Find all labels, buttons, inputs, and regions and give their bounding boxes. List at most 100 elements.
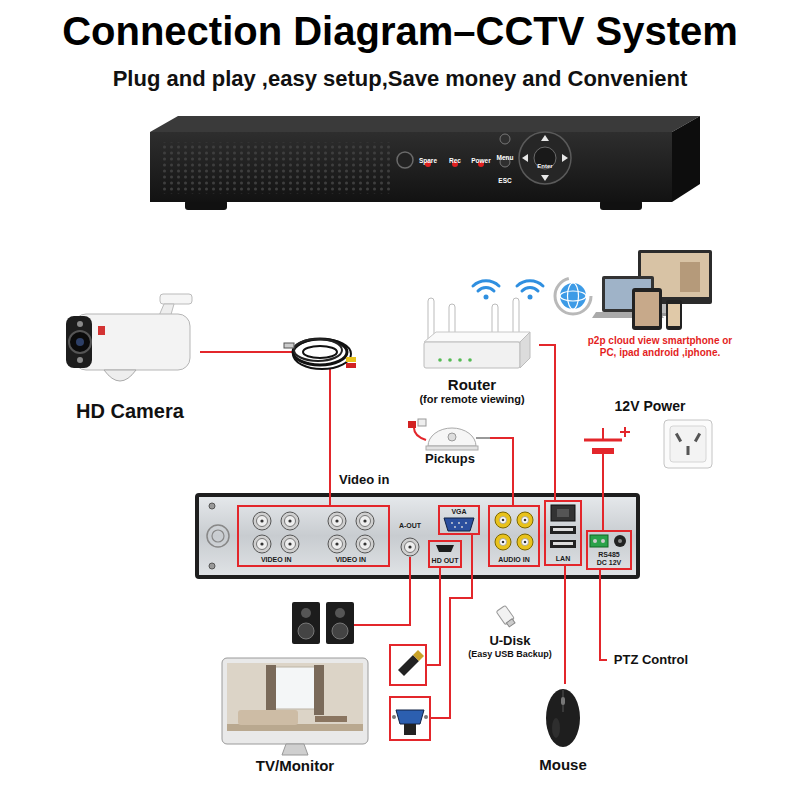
hdmi-port: HD OUT bbox=[428, 540, 462, 568]
dvr-front-illustration bbox=[150, 132, 672, 202]
camera-illustration bbox=[77, 357, 83, 363]
camera-illustration bbox=[77, 321, 83, 327]
cable-connector bbox=[200, 352, 330, 505]
mouse-illustration bbox=[546, 689, 580, 747]
cable-coil bbox=[346, 357, 356, 362]
router-illustration bbox=[424, 298, 530, 368]
router-illustration bbox=[520, 332, 530, 368]
dvr-front-illustration bbox=[150, 116, 700, 210]
dvr-rear-panel-illustration bbox=[495, 512, 511, 528]
dc-power-symbol bbox=[592, 448, 614, 454]
usb-stick bbox=[496, 605, 516, 628]
vga-plug bbox=[404, 724, 416, 735]
microphone-illustration bbox=[408, 421, 416, 428]
text-group: Router(for remote viewing) bbox=[419, 376, 524, 406]
microphone-node: Pickups bbox=[410, 418, 490, 467]
dvr-rear-panel-illustration bbox=[328, 535, 346, 553]
dvr-rear-panel-illustration bbox=[281, 512, 299, 530]
dvr-rear-panel-illustration bbox=[553, 528, 573, 531]
speakers-illustration bbox=[301, 608, 311, 618]
wifi-icon bbox=[522, 288, 538, 291]
cable-coil bbox=[293, 339, 351, 369]
dc-power-symbol bbox=[602, 454, 604, 477]
camera-illustration bbox=[76, 338, 84, 346]
dvr-rear-panel-illustration bbox=[601, 539, 605, 543]
vga-plug bbox=[390, 697, 430, 740]
dvr-rear-panel-illustration bbox=[356, 512, 374, 530]
monitor-illustration bbox=[282, 744, 308, 755]
power-socket bbox=[694, 433, 701, 442]
text-group: RS485DC 12V bbox=[597, 551, 622, 567]
dvr-rear-panel-illustration bbox=[207, 525, 229, 547]
camera-illustration bbox=[160, 294, 192, 304]
vga-plug bbox=[392, 715, 396, 719]
cable-connector bbox=[600, 570, 607, 660]
cable-connector bbox=[564, 566, 566, 684]
camera-illustration bbox=[104, 370, 136, 381]
edge-group bbox=[200, 345, 607, 684]
port-label: VGA bbox=[451, 508, 466, 516]
vga-plug bbox=[424, 715, 428, 719]
globe-icon bbox=[555, 278, 591, 314]
mouse-illustration bbox=[561, 697, 565, 705]
layout-wires bbox=[427, 568, 440, 665]
port-label: LAN bbox=[556, 555, 570, 563]
microphone-illustration bbox=[448, 433, 456, 441]
wifi-icon bbox=[473, 281, 499, 286]
power-socket bbox=[687, 446, 690, 455]
dvr-front-illustration bbox=[672, 116, 700, 202]
cable-connector bbox=[602, 476, 604, 530]
layout-wires bbox=[354, 557, 410, 625]
router-illustration bbox=[424, 332, 530, 342]
speakers-illustration bbox=[332, 623, 348, 639]
dvr-rear-panel-illustration bbox=[517, 534, 533, 550]
dvr-rear-panel-illustration bbox=[197, 495, 638, 577]
devices-illustration bbox=[635, 292, 659, 326]
mouse-illustration bbox=[546, 689, 580, 747]
dvr-rear-panel-illustration bbox=[401, 538, 419, 556]
router-illustration bbox=[448, 358, 452, 362]
dvr-rear-panel-illustration bbox=[356, 535, 374, 553]
speakers-illustration bbox=[292, 602, 320, 644]
text-group: VGA bbox=[451, 508, 466, 516]
devices-illustration bbox=[668, 304, 680, 326]
text-group: LAN bbox=[556, 555, 570, 563]
p2p-note: p2p cloud view smartphone or PC, ipad an… bbox=[580, 335, 740, 359]
layout-wires bbox=[431, 535, 472, 718]
dvr-rear-panel-illustration bbox=[451, 522, 453, 524]
monitor-illustration bbox=[238, 710, 298, 725]
dvr-front-illustration bbox=[500, 134, 510, 144]
router-illustration bbox=[438, 358, 442, 362]
monitor-illustration bbox=[315, 716, 347, 722]
hdmi-plug bbox=[398, 655, 419, 676]
dvr-rear-panel-illustration bbox=[454, 526, 456, 528]
dc-power-symbol bbox=[584, 439, 622, 442]
wifi-icon bbox=[517, 281, 543, 286]
text-group: Pickups bbox=[425, 452, 475, 467]
port-label: RS485 bbox=[598, 551, 619, 559]
dvr-rear-panel-illustration bbox=[593, 539, 597, 543]
dvr-rear-panel-illustration bbox=[550, 526, 576, 534]
device-label: Router bbox=[448, 376, 496, 393]
dvr-rear-panel-illustration bbox=[328, 512, 346, 530]
led-label: Spare bbox=[419, 157, 437, 165]
dvr-rear-panel-illustration bbox=[517, 512, 533, 528]
port-label: DC 12V bbox=[597, 559, 622, 567]
monitor-illustration bbox=[227, 663, 363, 731]
cable-connector bbox=[539, 345, 555, 500]
router-node: Router(for remote viewing) bbox=[405, 292, 539, 406]
monitor-illustration bbox=[227, 724, 363, 731]
device-label: (Easy USB Backup) bbox=[468, 649, 552, 659]
camera-illustration bbox=[98, 326, 105, 335]
vga-plug bbox=[396, 710, 424, 724]
microphone-illustration bbox=[476, 437, 490, 439]
layout-wires bbox=[354, 535, 472, 718]
dc-power-symbol bbox=[584, 427, 630, 477]
device-label: 12V Power bbox=[615, 398, 686, 414]
dvr-rear-panel-illustration bbox=[436, 545, 454, 552]
monitor-illustration bbox=[222, 658, 368, 755]
monitor-illustration bbox=[275, 667, 315, 709]
text-group: PTZ Control bbox=[614, 653, 688, 668]
microphone-illustration bbox=[426, 446, 478, 450]
